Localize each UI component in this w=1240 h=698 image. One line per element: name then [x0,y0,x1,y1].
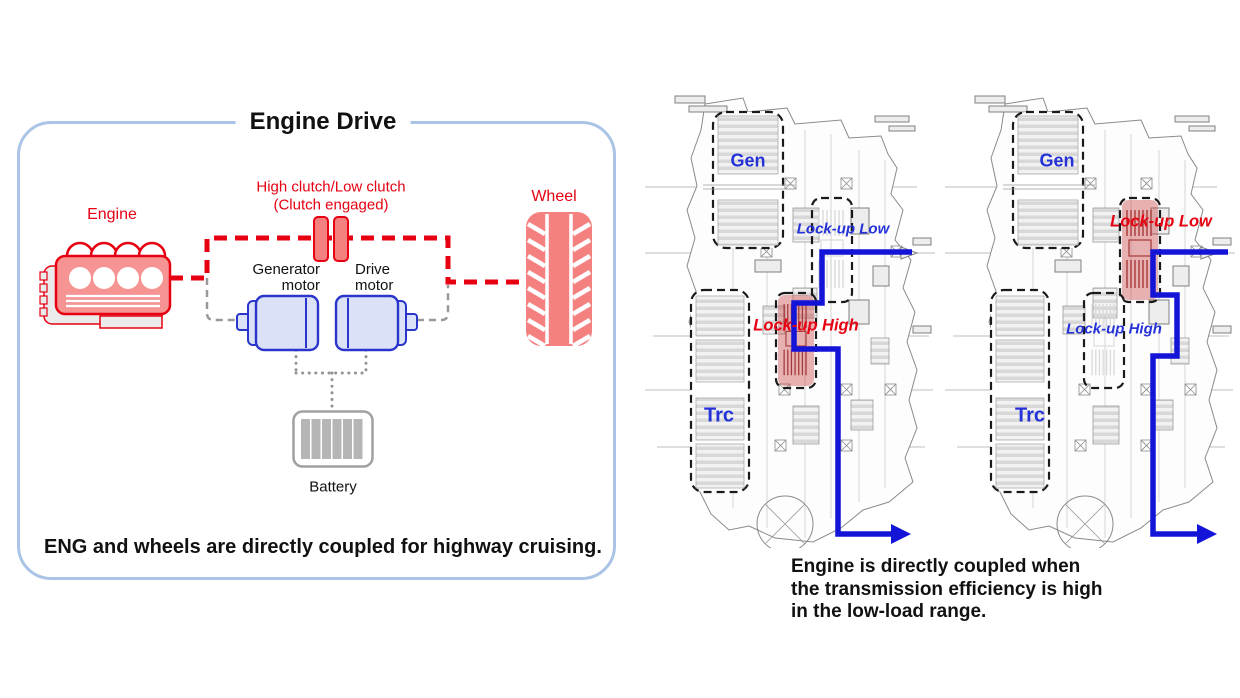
drive-motor-label: Drive motor [355,262,393,294]
engine-cylinders [69,267,163,289]
wheel-label: Wheel [531,188,577,205]
engine-to-generator-gray-dashed-line [205,278,238,322]
drive-motor-icon [334,294,418,352]
right-caption-line2: the transmission efficiency is high [791,578,1103,600]
right-caption-line3: in the low-load range. [791,601,987,622]
engine-label: Engine [87,206,137,223]
power-flow-line [791,249,912,537]
engine-drive-panel [17,121,616,580]
left-panel-caption: ENG and wheels are directly coupled for … [44,536,602,558]
diagram1-gen-label: Gen [730,150,766,171]
power-flow-line [1150,249,1228,537]
diagram1-lockup-low-label: Lock-up Low [796,220,890,238]
engine-cylinder-humps [65,241,167,257]
clutch-icon [313,216,349,262]
generator-motor-label-line1: Generator [252,261,320,278]
wheel-icon [526,212,592,348]
generator-motor-icon [236,294,320,352]
wheel-treads [526,222,592,348]
right-caption-line1: Engine is directly coupled when [791,556,1081,577]
motors-to-battery-dotted-line [294,348,368,411]
battery-label: Battery [309,478,357,496]
clutch-label-line2: (Clutch engaged) [273,196,389,214]
generator-motor-label: Generator motor [252,262,320,294]
drive-motor-to-wheel-gray-dashed-line [417,285,450,322]
diagram1-lockup-high-label: Lock-up High [753,316,859,335]
diagram2-gen-label: Gen [1039,150,1075,171]
right-panel-caption: Engine is directly coupled when the tran… [791,556,1102,624]
transmission-diagram-2 [945,88,1235,548]
drive-motor-label-line1: Drive [355,261,391,278]
diagram1-trc-label: Trc [703,404,735,427]
lockup-high-clutch-released [1082,291,1126,390]
diagram2-trc-label: Trc [1014,404,1046,427]
diagram2-lockup-high-label: Lock-up High [1066,320,1162,338]
engine-to-wheel-red-dashed-line [170,235,529,285]
battery-cells [301,419,363,459]
panel-title: Engine Drive [235,108,411,136]
engine-icon [39,241,172,329]
battery-icon [292,410,374,468]
power-flow-arrow [1197,524,1217,544]
engine-block-lines [66,294,160,308]
diagram2-lockup-low-label: Lock-up Low [1110,212,1212,231]
clutch-label-line1: High clutch/Low clutch [256,178,406,196]
transmission-diagram-1 [645,88,935,548]
drive-motor-label-line2: motor [355,277,394,294]
power-flow-arrow [891,524,911,544]
generator-motor-label-line2: motor [281,277,320,294]
